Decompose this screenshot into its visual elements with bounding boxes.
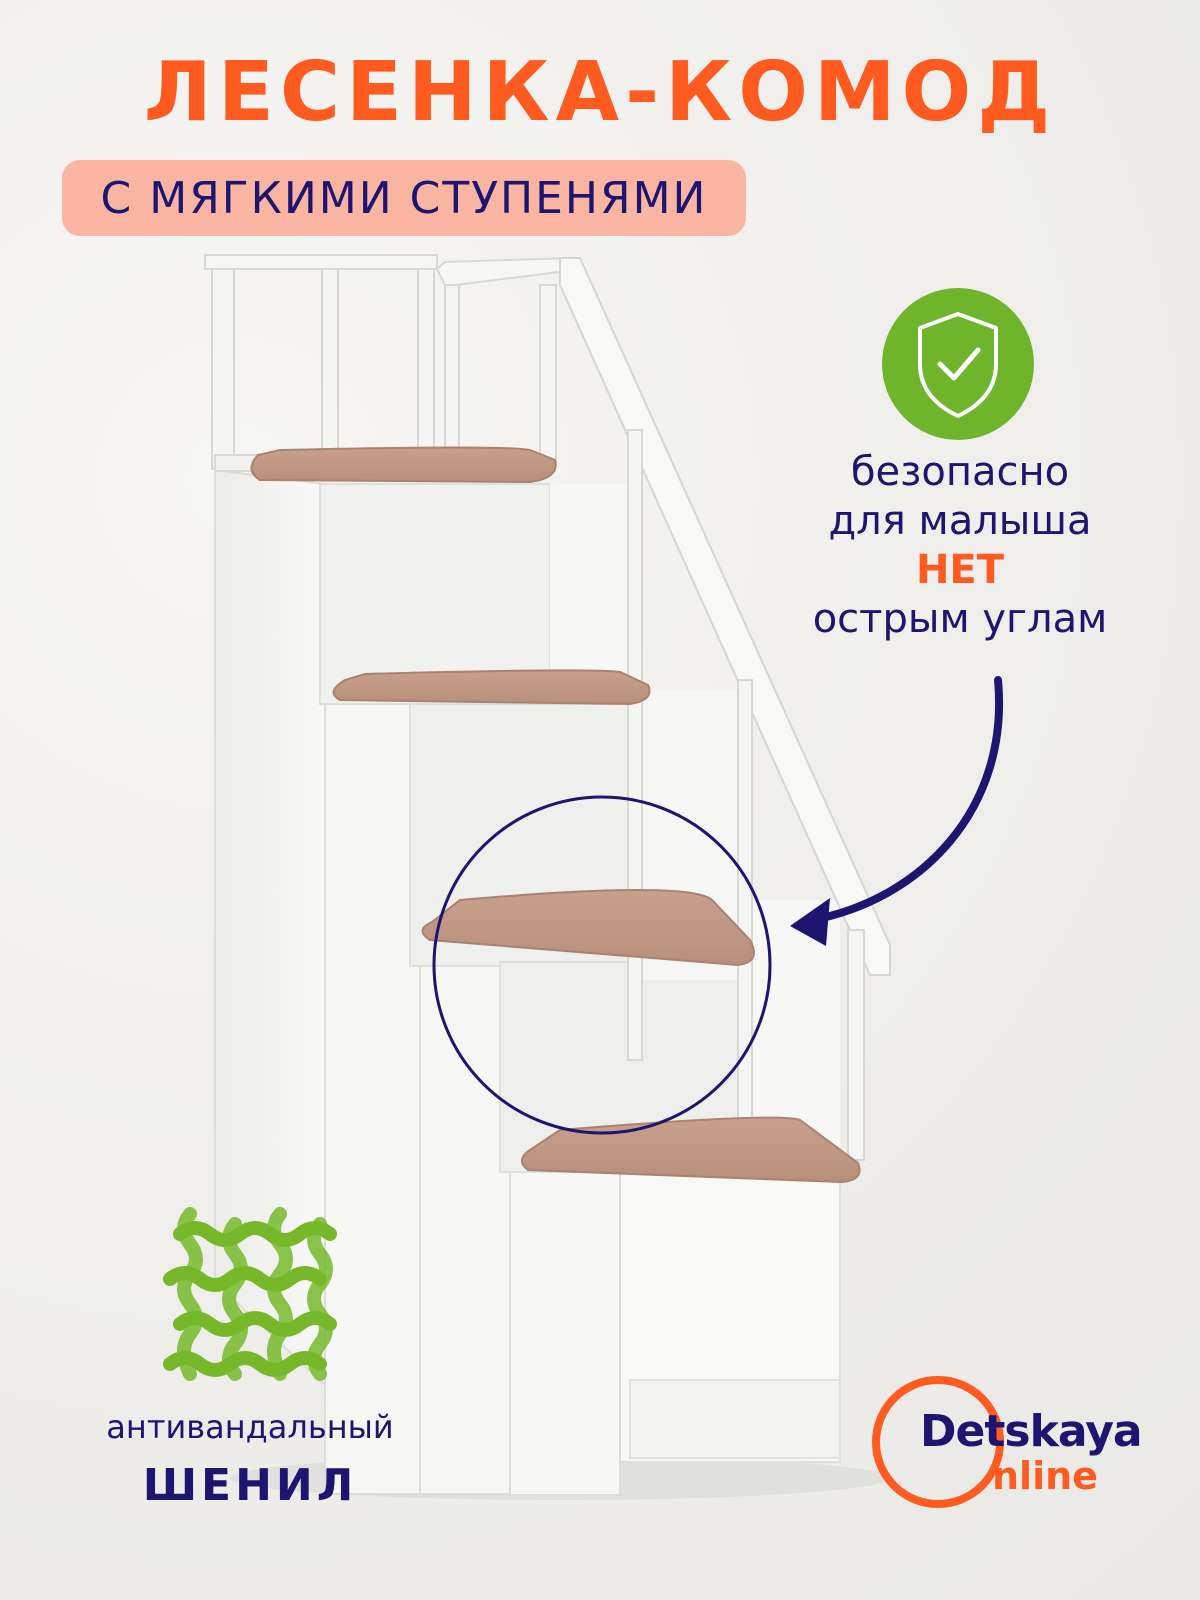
page-title: ЛЕСЕНКА-КОМОД xyxy=(143,45,1057,140)
subtitle-pill: С МЯГКИМИ СТУПЕНЯМИ xyxy=(62,160,746,236)
safety-line-1: безопасно xyxy=(850,449,1070,495)
safety-accent: НЕТ xyxy=(915,547,1005,593)
shield-check-icon xyxy=(882,288,1034,440)
woven-fabric-icon xyxy=(163,1207,337,1381)
brand-logo: Detskaya nline xyxy=(872,1376,1156,1516)
page-subtitle: С МЯГКИМИ СТУПЕНЯМИ xyxy=(100,172,708,224)
fabric-line-2: ШЕНИЛ xyxy=(142,1460,358,1511)
logo-text-top: Detskaya xyxy=(920,1406,1143,1457)
safety-callout: безопасно для малыша НЕТ острым углам xyxy=(760,448,1160,644)
logo-ring-icon xyxy=(872,1376,1004,1508)
logo-text-bottom: nline xyxy=(992,1454,1098,1498)
fabric-caption: антивандальный ШЕНИЛ xyxy=(60,1404,440,1516)
safety-line-4: острым углам xyxy=(812,596,1108,642)
fabric-line-1: антивандальный xyxy=(106,1408,394,1446)
safety-line-2: для малыша xyxy=(828,498,1092,544)
